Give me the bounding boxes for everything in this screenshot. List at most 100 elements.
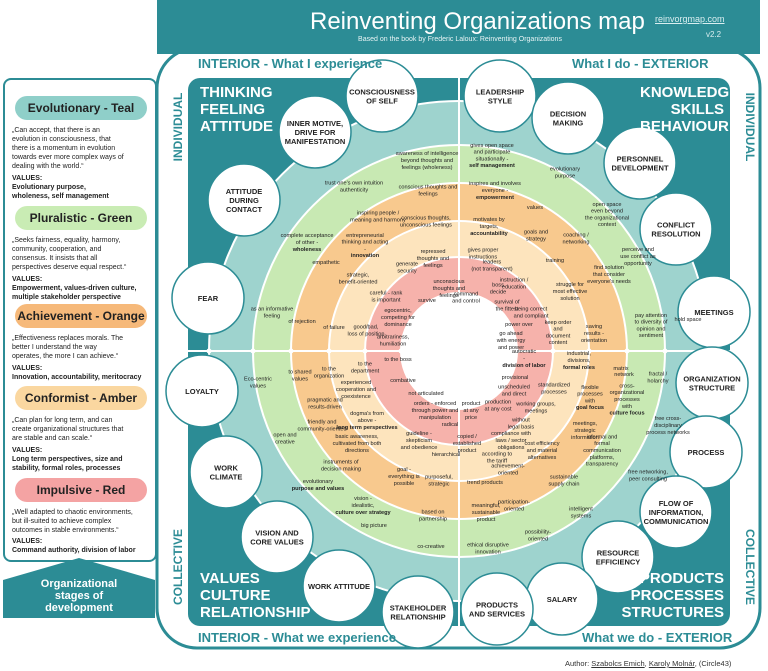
ring-text-line: established bbox=[453, 441, 481, 447]
ring-text-line: inspires and involves bbox=[469, 181, 521, 187]
author-link-1[interactable]: Szabolcs Emich bbox=[591, 659, 645, 668]
ring-text-t33: survive bbox=[418, 298, 436, 304]
ring-text-line: organization bbox=[314, 373, 344, 379]
legend-values-orange: VALUES: Innovation, accountability, meri… bbox=[12, 364, 152, 382]
ring-text-line: friendly and bbox=[308, 420, 337, 426]
axis-dot bbox=[624, 348, 630, 354]
ring-text-t51: industrial,divisions,formal roles bbox=[563, 351, 595, 371]
ring-text-line: systems bbox=[571, 513, 592, 519]
ring-text-t13: coaching /networking bbox=[562, 233, 589, 246]
arrow-shape bbox=[3, 558, 155, 618]
bubble-label: AND SERVICES bbox=[469, 610, 525, 619]
author-suffix: , (Circle43) bbox=[694, 659, 732, 668]
ring-text-t91: vision -idealistic,culture over strategy bbox=[335, 496, 391, 516]
desc-line: evolution in consciousness, that bbox=[12, 136, 111, 143]
ring-text-line: coexistence bbox=[341, 394, 371, 400]
ring-text-line: cross- bbox=[619, 383, 634, 389]
ring-text-line: industrial, bbox=[567, 351, 591, 357]
author-credit: Author: Szabolcs Emich, Karoly Molnár, (… bbox=[565, 659, 731, 668]
legend-values-red: VALUES: Command authority, division of l… bbox=[12, 537, 152, 555]
bubble-label: EFFICIENCY bbox=[596, 558, 641, 567]
bubble-label: MANIFESTATION bbox=[285, 137, 346, 146]
ring-text-line: formal bbox=[594, 441, 610, 447]
bubble-circle bbox=[581, 520, 655, 594]
axis-dot bbox=[206, 348, 212, 354]
ring-text-line: autocratic bbox=[512, 349, 536, 355]
ring-text-line: everyone - bbox=[482, 188, 509, 194]
ring-text-line: trend products bbox=[467, 480, 503, 486]
corner-knowledge-skills-behaviour: KNOWLEDGE SKILLS BEHAVIOUR bbox=[640, 84, 739, 135]
ring-text-line: empathetic bbox=[312, 260, 340, 266]
legend-title-red: Impulsive - Red bbox=[15, 478, 147, 502]
axis-dot bbox=[288, 348, 294, 354]
ring-text-line: processes bbox=[541, 389, 567, 395]
ring-text-line: opinion and bbox=[637, 326, 666, 332]
ring-text-line: oriented bbox=[528, 536, 548, 542]
desc-line: „Well adapted to chaotic environments, bbox=[12, 509, 133, 516]
ring-text-line: unconscious bbox=[433, 279, 464, 285]
desc-line: „Effectiveness replaces morals. The bbox=[12, 335, 124, 342]
label-interior-we: INTERIOR - What we experience bbox=[198, 630, 396, 645]
ring-text-t26: instruction /education bbox=[500, 278, 529, 291]
ring-text-line: command bbox=[454, 292, 479, 298]
ring-text-line: purposeful, bbox=[425, 475, 453, 481]
desc-line: perspectives deserve equal respect.“ bbox=[12, 264, 127, 271]
ring-text-line: beyond thoughts and bbox=[401, 158, 453, 164]
ring-text-line: matrix bbox=[613, 366, 628, 372]
axis-dot bbox=[662, 348, 668, 354]
bubble-salary: SALARY bbox=[525, 562, 599, 636]
corner-thinking-feeling-attitude: THINKING FEELING ATTITUDE bbox=[200, 84, 273, 135]
ring-text-line: big picture bbox=[361, 523, 387, 529]
bubble-circle bbox=[531, 81, 605, 155]
desc-line: dealing with the world.“ bbox=[12, 163, 84, 170]
ring-text-bold: culture over strategy bbox=[335, 510, 391, 516]
ring-text-line: production bbox=[485, 400, 511, 406]
ring-text-t85: achievement-oriented bbox=[491, 464, 525, 477]
ring-text-line: education bbox=[502, 284, 526, 290]
ring-text-t68: working groups,meetings bbox=[515, 402, 556, 415]
ring-text-line: thinking and acting bbox=[342, 240, 389, 246]
site-link[interactable]: reinvorgmap.com bbox=[655, 14, 725, 24]
ring-text-line: situationally - bbox=[476, 156, 509, 162]
bubble-label: RESOURCE bbox=[597, 549, 640, 558]
ring-text-line: of rejection bbox=[288, 319, 315, 325]
ring-text-line: at any bbox=[463, 408, 478, 414]
ring-text-line: information bbox=[571, 435, 599, 441]
values-label: VALUES: bbox=[12, 365, 43, 372]
corner-line: CULTURE bbox=[200, 587, 271, 604]
bubble-label: MAKING bbox=[553, 119, 584, 128]
legend-values-amber: VALUES: Long term perspectives, size and… bbox=[12, 446, 152, 473]
ring-text-line: instruments of bbox=[323, 460, 359, 466]
ring-text-line: (not transparent) bbox=[471, 266, 512, 272]
legend-desc-amber: „Can plan for long term, and can create … bbox=[12, 416, 152, 443]
ring-text-line: and material bbox=[527, 448, 558, 454]
desc-line: towards ever more complex ways of bbox=[12, 154, 124, 161]
ring-text-line: unconscious feelings bbox=[400, 222, 452, 228]
ring-text-t21: leaders(not transparent) bbox=[471, 260, 512, 273]
ring-text-line: solution bbox=[560, 296, 579, 302]
bubble-label: WORK ATTITUDE bbox=[308, 582, 370, 591]
author-link-2[interactable]: Karoly Molnár bbox=[648, 659, 695, 668]
ring-text-line: training bbox=[546, 258, 564, 264]
label-interior-i: INTERIOR - What I experience bbox=[198, 56, 383, 71]
legend-desc-red: „Well adapted to chaotic environments, b… bbox=[12, 508, 152, 535]
ring-text-line: working groups, bbox=[515, 402, 556, 408]
version-label: v2.2 bbox=[706, 30, 722, 39]
corner-line: VALUES bbox=[200, 570, 260, 587]
ring-text-line: disciplinary bbox=[654, 423, 682, 429]
bubble-circle bbox=[460, 572, 534, 646]
ring-text-line: achievement- bbox=[491, 464, 525, 470]
